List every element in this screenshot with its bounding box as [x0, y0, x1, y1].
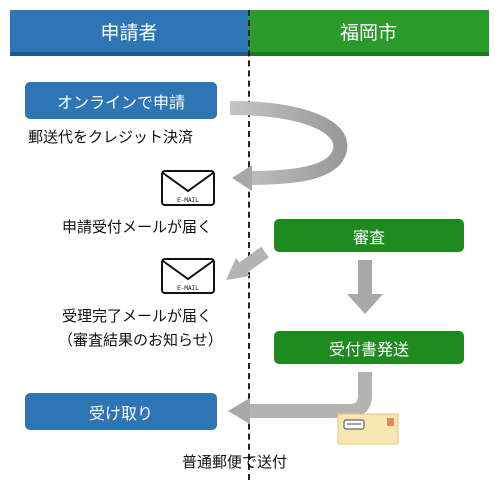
arrow-apply-to-receipt-head [232, 165, 252, 191]
step-receive-label: 受け取り [88, 403, 153, 423]
step-complete-mail-label-1: 受理完了メールが届く [62, 307, 213, 325]
lane-header-applicant: 申請者 [10, 10, 248, 56]
step-receipt-mail-label: 申請受付メールが届く [62, 218, 213, 236]
step-issue-certificate-label: 受付書発送 [328, 339, 409, 359]
arrow-review-to-complete-mail [236, 246, 269, 276]
email-icon: E-MAIL [161, 170, 215, 206]
lane-title-city: 福岡市 [339, 21, 397, 44]
arrow-apply-to-receipt [229, 101, 348, 185]
lane-title-applicant: 申請者 [100, 21, 158, 44]
step-issue-certificate: 受付書発送 [274, 331, 464, 364]
envelope-icon [337, 413, 399, 445]
arrow-issue-to-receive-head [228, 398, 250, 424]
lane-divider [248, 10, 250, 480]
arrow-issue-to-receive [248, 372, 372, 418]
step-online-apply: オンラインで申請 [25, 82, 217, 119]
arrow-review-to-complete-mail-head [226, 258, 250, 280]
step-review: 審査 [274, 219, 464, 252]
arrow-review-to-issue-shaft [358, 260, 372, 296]
step-payment-label: 郵送代をクレジット決済 [28, 128, 194, 146]
email-icon-text: E-MAIL [177, 197, 199, 204]
lane-header-city: 福岡市 [248, 10, 489, 56]
step-online-apply-label: オンラインで申請 [56, 92, 185, 112]
postal-label: 普通郵便で送付 [182, 453, 288, 471]
step-review-label: 審査 [352, 227, 385, 247]
email-icon: E-MAIL [161, 258, 215, 294]
email-icon-text: E-MAIL [177, 285, 199, 292]
arrow-review-to-issue-head [347, 294, 383, 314]
step-complete-mail-label-2: （審査結果のお知らせ） [58, 331, 223, 349]
step-receive: 受け取り [25, 393, 217, 430]
